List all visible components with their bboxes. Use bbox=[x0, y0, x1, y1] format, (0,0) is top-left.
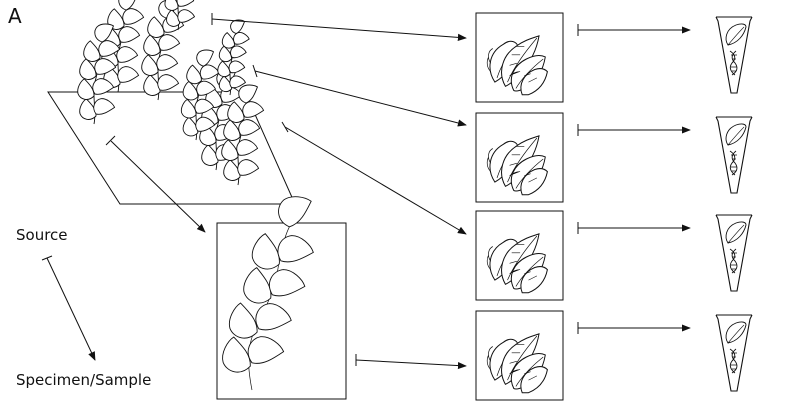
specimen-plant bbox=[215, 193, 316, 390]
sample-row bbox=[476, 311, 753, 400]
panel-label: A bbox=[8, 4, 22, 28]
dna-tube-icon bbox=[715, 314, 753, 392]
dna-tube-icon bbox=[715, 214, 753, 292]
sample-row bbox=[476, 13, 753, 102]
sample-row bbox=[476, 113, 753, 202]
sample-row bbox=[476, 211, 753, 300]
dna-tube-icon bbox=[715, 16, 753, 94]
source-to-sample-arrows bbox=[106, 13, 467, 235]
legend-source-label: Source bbox=[16, 226, 68, 244]
legend-sample-label: Specimen/Sample bbox=[16, 371, 152, 389]
dna-tube-icon bbox=[715, 116, 753, 194]
legend-arrow bbox=[42, 256, 95, 361]
